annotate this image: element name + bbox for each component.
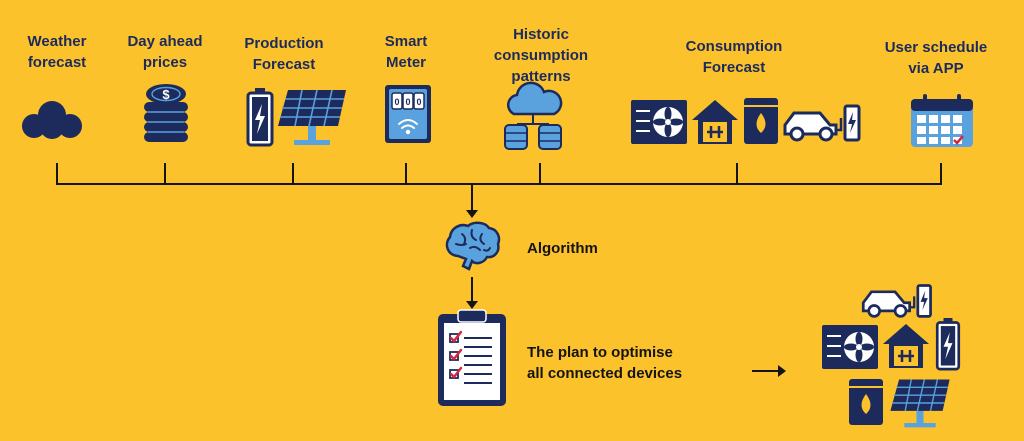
heat-pump-icon	[631, 100, 687, 144]
label-historic-consumption: Historic consumption patterns	[493, 26, 589, 85]
electric-car-charger-icon	[783, 104, 861, 142]
meter-digit: 0	[405, 97, 410, 107]
brain-icon	[445, 221, 501, 271]
algorithm-label: Algorithm	[527, 240, 598, 257]
label-weather-forecast: Weather forecast	[27, 33, 87, 71]
cloud-database-icon	[504, 81, 563, 150]
label-consumption-forecast: Consumption Forecast	[685, 38, 783, 76]
wifi-icon	[398, 119, 418, 129]
battery-icon	[935, 318, 961, 371]
smart-meter-icon: 0 0 0	[385, 85, 431, 143]
cloud-icon	[22, 101, 82, 139]
arrowhead-devices	[778, 365, 786, 377]
solar-panel-icon	[890, 379, 950, 428]
battery-icon	[246, 88, 274, 147]
coin-stack-icon: $	[144, 84, 188, 142]
boiler-icon	[849, 379, 883, 425]
boiler-icon	[744, 98, 778, 144]
svg-text:$: $	[162, 87, 170, 102]
clipboard-icon	[438, 309, 506, 406]
heat-pump-icon	[822, 325, 878, 369]
label-user-schedule: User schedule via APP	[884, 39, 988, 77]
solar-panel-icon	[278, 89, 346, 145]
label-day-ahead-prices: Day ahead prices	[127, 33, 203, 71]
meter-digit: 0	[416, 97, 421, 107]
plan-label: The plan to optimise all connected devic…	[527, 344, 683, 382]
label-production-forecast: Production Forecast	[244, 35, 324, 73]
electric-car-charger-icon	[861, 284, 932, 318]
smart-house-icon	[883, 324, 929, 368]
meter-digit: 0	[394, 97, 399, 107]
smart-house-icon	[692, 100, 738, 144]
calendar-icon	[911, 94, 973, 147]
arrowhead-algorithm	[466, 210, 478, 218]
arrowhead-plan	[466, 301, 478, 309]
label-smart-meter: Smart Meter	[384, 33, 428, 71]
